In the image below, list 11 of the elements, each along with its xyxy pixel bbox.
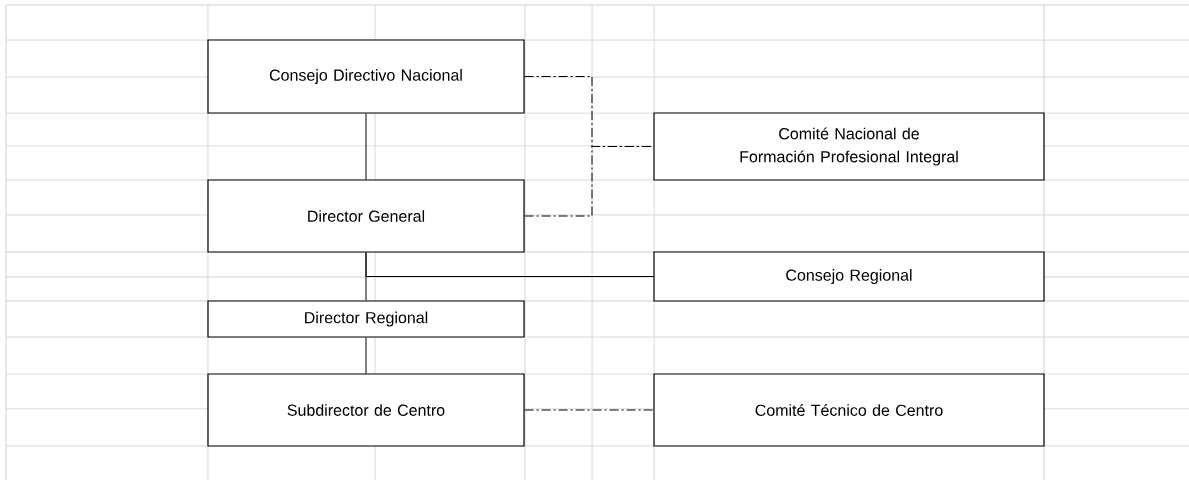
org-box: Consejo Directivo Nacional [207,39,525,114]
connector-line [365,337,367,374]
org-box: Consejo Regional [653,251,1045,302]
connector-line [365,252,654,277]
org-box: Director General [207,179,525,253]
connector-line [524,409,654,411]
org-box: Subdirector de Centro [207,373,525,447]
org-box: Director Regional [207,300,525,338]
org-box: Comité Nacional de Formación Profesional Integral [653,112,1045,181]
connector-line [365,113,367,180]
org-box: Comité Técnico de Centro [653,373,1045,447]
